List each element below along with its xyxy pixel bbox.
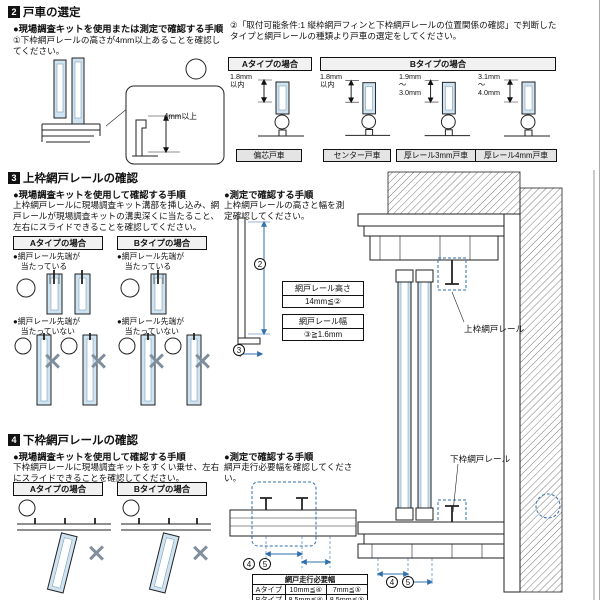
detail-circle-icon (18, 499, 36, 517)
detail-circle-icon (16, 278, 36, 298)
s3-ok-diagram-b (120, 270, 167, 315)
table-row-a-w1: 10mm≦④ (284, 584, 327, 595)
s4-type-a-box: Aタイプの場合 (13, 482, 103, 496)
section4-header: 4 下枠網戸レールの確認 (8, 432, 138, 448)
window-frame-cross-section-diagram (357, 170, 595, 600)
roller-diagram-1 (258, 78, 304, 137)
rail-width-info-box: 網戸レール幅 ③≧1.6mm (282, 314, 364, 341)
circled-4-marker: 4 (386, 576, 398, 588)
roller-diagram-2 (345, 79, 391, 136)
roller-3-dim: 1.9mm 〜 3.0mm (399, 72, 421, 98)
x-mark-icon (90, 352, 106, 370)
table-row-a-type: Aタイプ (252, 584, 286, 595)
s2-type-a-box: Aタイプの場合 (228, 57, 312, 71)
roller-1-dim: 1.8mm 以内 (230, 72, 252, 90)
section3-title: 上枠網戸レールの確認 (23, 173, 138, 185)
s4-kit-diagram-a (17, 499, 111, 594)
x-mark-icon (192, 544, 208, 562)
detail-circle-icon (120, 278, 140, 298)
s3-ng-label-b: ●網戸レール先端が 当たっていない (117, 317, 185, 336)
s4-measure-header: ●測定で確認する手順 (224, 452, 314, 462)
s3-measure-text: 上枠網戸レールの高さと幅を測定確認してください。 (224, 200, 345, 222)
roller-4-label: 厚レール4mm戸車 (475, 149, 557, 162)
section3-number-badge: 3 (8, 172, 20, 184)
s3-type-b-box: Bタイプの場合 (117, 236, 207, 250)
s4-kit-procedure-header: ●現場調査キットを使用して確認する手順 (13, 452, 186, 462)
s4-kit-diagram-b (121, 499, 211, 594)
s3-ok-diagram-a (16, 270, 91, 315)
rail-height-value: 14mm≦② (304, 297, 342, 306)
s4-type-b-box: Bタイプの場合 (117, 482, 207, 496)
table-row-b-type: Bタイプ (252, 594, 286, 600)
s2-step1-text: ①下枠網戸レールの高さが4mm以上あることを確認してください。 (13, 35, 221, 57)
circled-4-marker: 4 (243, 558, 255, 570)
s2-step2-text: ②「取付可能条件:1 縦枠網戸フィンと下枠網戸レールの位置関係の確認」で判断した… (230, 20, 557, 42)
rail-width-value: ③≧1.6mm (303, 330, 343, 339)
lower-rail-callout: 下枠網戸レール (450, 454, 511, 464)
x-mark-icon (148, 352, 164, 370)
circled-5-marker: 5 (259, 558, 271, 570)
s4-measure-text: 網戸走行必要幅を確認してください。 (224, 462, 353, 484)
s3-ng-diagram-a (14, 333, 98, 406)
circled-2-marker: 2 (254, 258, 266, 270)
rail-height-info-box: 網戸レール高さ 14mm≦② (282, 281, 364, 308)
s3-kit-procedure-header: ●現場調査キットを使用して確認する手順 (13, 190, 186, 200)
sill-height-diagram (41, 57, 225, 165)
roller-2-label: センター戸車 (323, 149, 391, 162)
section4-number-badge: 4 (8, 434, 20, 446)
roller-2-dim: 1.8mm 以内 (320, 72, 342, 90)
section2-title: 戸車の選定 (23, 7, 81, 19)
section2-number-badge: 2 (8, 6, 20, 18)
detail-circle-icon (118, 337, 136, 355)
table-row-b-w2: 8.5mm≦⑤ (325, 594, 369, 600)
roller-1-label: 偏芯戸車 (236, 149, 302, 162)
section3-header: 3 上枠網戸レールの確認 (8, 170, 138, 186)
s3-ng-label-a: ●網戸レール先端が 当たっていない (13, 317, 81, 336)
s2-type-b-box: Bタイプの場合 (320, 57, 556, 71)
table-row-a-w2: 7mm≦⑤ (325, 584, 369, 595)
x-mark-icon (88, 544, 104, 562)
sill-height-dim-note: 4mm以上 (164, 112, 197, 121)
s3-ok-label-a: ●網戸レール先端が 当たっている (13, 252, 81, 271)
s3-type-a-box: Aタイプの場合 (13, 236, 103, 250)
roller-4-dim: 3.1mm 〜 4.0mm (478, 72, 500, 98)
detail-circle-icon (535, 493, 561, 519)
detail-circle-icon (122, 499, 140, 517)
detail-circle-icon (185, 58, 207, 80)
table-row-b-w1: 8.5mm≦④ (284, 594, 327, 600)
s3-measuring-tool-diagram (234, 217, 270, 357)
roller-diagram-3 (424, 79, 471, 137)
roller-3-label: 厚レール3mm戸車 (396, 149, 476, 162)
section2-header: 2 戸車の選定 (8, 4, 81, 20)
s4-kit-procedure-text: 下枠網戸レールに現場調査キットをすくい乗せ、左右にスライドできることを確認してく… (13, 462, 220, 484)
s3-kit-procedure-text: 上枠網戸レールに現場調査キット溝部を挿し込み、網戸レールが現場調査キットの溝奥深… (13, 200, 220, 233)
x-mark-icon (44, 352, 60, 370)
section4-title: 下枠網戸レールの確認 (23, 435, 138, 447)
rail-width-label: 網戸レール幅 (283, 315, 363, 329)
detail-circle-icon (14, 337, 32, 355)
s3-measure-header: ●測定で確認する手順 (224, 190, 314, 200)
detail-circle-icon (60, 337, 78, 355)
s4-sill-measure-diagram (229, 481, 357, 568)
s3-ng-diagram-b (118, 333, 202, 406)
circled-3-marker: 3 (233, 344, 245, 356)
travel-width-table: 網戸走行必要幅 Aタイプ 10mm≦④ 7mm≦⑤ Bタイプ 8.5mm≦④ 8… (252, 574, 369, 600)
upper-rail-callout: 上枠網戸レール (464, 324, 525, 334)
roller-diagram-4 (504, 78, 550, 137)
s3-ok-label-b: ●網戸レール先端が 当たっている (117, 252, 185, 271)
x-mark-icon (194, 352, 210, 370)
circled-5-marker: 5 (402, 576, 414, 588)
table-title-cell: 網戸走行必要幅 (252, 574, 368, 585)
rail-height-label: 網戸レール高さ (283, 282, 363, 296)
s2-kit-procedure-header: ●現場調査キットを使用または測定で確認する手順 (13, 24, 224, 34)
detail-circle-icon (164, 337, 182, 355)
